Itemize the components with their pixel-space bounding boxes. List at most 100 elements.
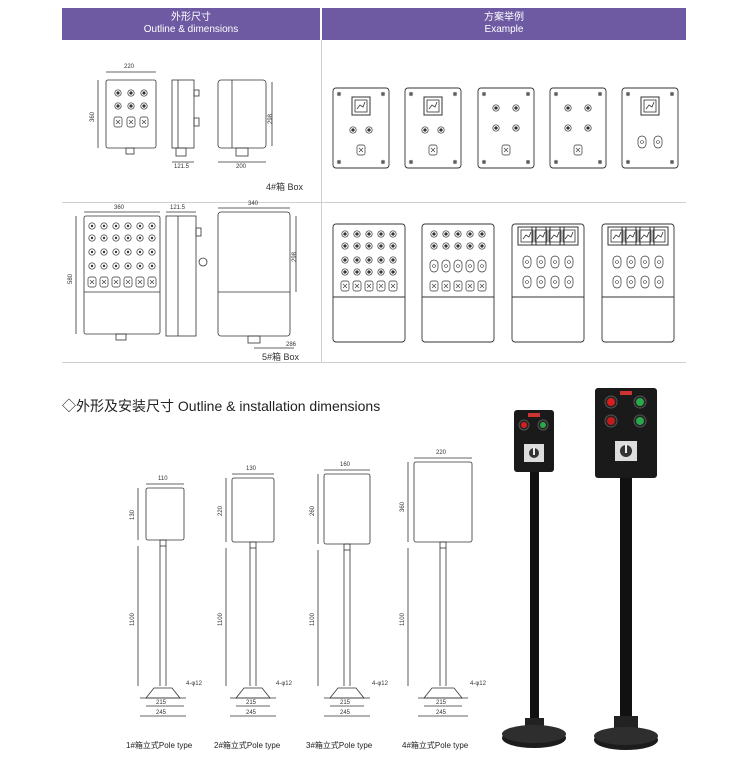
pole-drawings — [137, 457, 473, 717]
gland-symbol — [477, 280, 487, 292]
button-symbol — [341, 256, 349, 264]
button-symbol — [88, 262, 96, 270]
pole1-height-dim: 1100 — [130, 613, 136, 626]
button-symbol — [136, 222, 144, 230]
button-symbol — [136, 248, 144, 256]
pole3-base-outer: 245 — [340, 710, 351, 716]
gland-symbol — [388, 280, 398, 292]
button-symbol — [389, 268, 397, 276]
meter-symbol — [517, 226, 537, 246]
lamp-symbol — [564, 255, 574, 269]
button-symbol — [478, 230, 486, 238]
box5-depth-dim: 121.5 — [170, 205, 186, 211]
box4-front — [113, 89, 149, 128]
pole3-hole-dim: 4-φ12 — [372, 681, 388, 687]
screw-symbol — [525, 159, 531, 165]
gland-symbol — [99, 276, 109, 288]
screw-symbol — [669, 159, 675, 165]
button-symbol — [88, 248, 96, 256]
screw-symbol — [452, 159, 458, 165]
lamp-symbol — [465, 259, 475, 273]
lamp-symbol — [612, 255, 622, 269]
lamp-symbol — [564, 275, 574, 289]
lamp-symbol — [453, 259, 463, 273]
outline-header-en: Outline & dimensions — [143, 24, 239, 35]
gland-symbol — [453, 280, 463, 292]
lamp-symbol — [522, 255, 532, 269]
lamp-symbol — [637, 135, 647, 149]
lamp-symbol — [536, 255, 546, 269]
button-symbol — [136, 262, 144, 270]
example-row-2 — [332, 223, 675, 343]
pole4-top-dim: 220 — [436, 450, 447, 456]
pole2-base-outer: 245 — [246, 710, 257, 716]
lamp-symbol — [550, 255, 560, 269]
button-symbol — [564, 124, 572, 132]
gland-symbol — [340, 280, 350, 292]
screw-symbol — [669, 91, 675, 97]
gland-symbol — [428, 144, 438, 156]
button-symbol — [353, 256, 361, 264]
button-symbol — [377, 242, 385, 250]
pole4-caption: 4#箱立式Pole type — [402, 741, 469, 750]
button-symbol — [124, 234, 132, 242]
button-symbol — [353, 242, 361, 250]
screw-symbol — [336, 91, 342, 97]
gland-symbol — [465, 280, 475, 292]
pole2-top-dim: 130 — [246, 466, 257, 472]
gland-symbol — [573, 144, 583, 156]
screw-symbol — [408, 159, 414, 165]
button-symbol — [365, 268, 373, 276]
button-symbol — [454, 242, 462, 250]
section-divider — [62, 362, 686, 363]
box4-height-dim: 360 — [90, 111, 96, 122]
lamp-symbol — [654, 255, 664, 269]
box5-base-dim: 286 — [286, 342, 297, 348]
meter-symbol — [559, 226, 579, 246]
button-symbol — [100, 248, 108, 256]
button-symbol — [492, 104, 500, 112]
example-header: 方案举例 Example — [322, 8, 686, 40]
lamp-symbol — [429, 259, 439, 273]
screw-symbol — [380, 91, 386, 97]
pole2-hole-dim: 4-φ12 — [276, 681, 292, 687]
button-symbol — [512, 104, 520, 112]
gland-symbol — [352, 280, 362, 292]
button-symbol — [341, 230, 349, 238]
button-symbol — [365, 126, 373, 134]
pole2-base-inner: 215 — [246, 700, 257, 706]
screw-symbol — [625, 91, 631, 97]
button-symbol — [112, 262, 120, 270]
meter-symbol — [607, 226, 627, 246]
box4-rear-dim: 200 — [236, 164, 247, 170]
box4-mount-dim: 298 — [268, 113, 274, 124]
meter-symbol — [351, 96, 371, 116]
button-symbol — [421, 126, 429, 134]
lamp-symbol — [640, 255, 650, 269]
gland-symbol — [123, 276, 133, 288]
button-symbol — [112, 234, 120, 242]
gland-symbol — [429, 280, 439, 292]
button-symbol — [148, 248, 156, 256]
box5-rear-dim: 340 — [248, 201, 259, 207]
lamp-symbol — [626, 255, 636, 269]
screw-symbol — [481, 91, 487, 97]
gland-symbol — [364, 280, 374, 292]
button-symbol — [148, 234, 156, 242]
meter-symbol — [649, 226, 669, 246]
installation-section-title: ◇外形及安装尺寸 Outline & installation dimensio… — [62, 398, 381, 414]
pole3-side-dim: 260 — [310, 505, 316, 516]
pole2-side-dim: 220 — [218, 505, 224, 516]
pole3-top-dim: 160 — [340, 462, 351, 468]
example-header-cn: 方案举例 — [484, 12, 524, 23]
example-header-en: Example — [484, 24, 524, 35]
product-photo-small — [502, 410, 566, 748]
box5-height-dim: 580 — [68, 273, 74, 284]
gland-symbol — [147, 276, 157, 288]
gland-symbol — [111, 276, 121, 288]
lamp-symbol — [477, 259, 487, 273]
pole2-caption: 2#箱立式Pole type — [214, 741, 281, 750]
pole4-side-dim: 360 — [400, 501, 406, 512]
button-symbol — [341, 268, 349, 276]
